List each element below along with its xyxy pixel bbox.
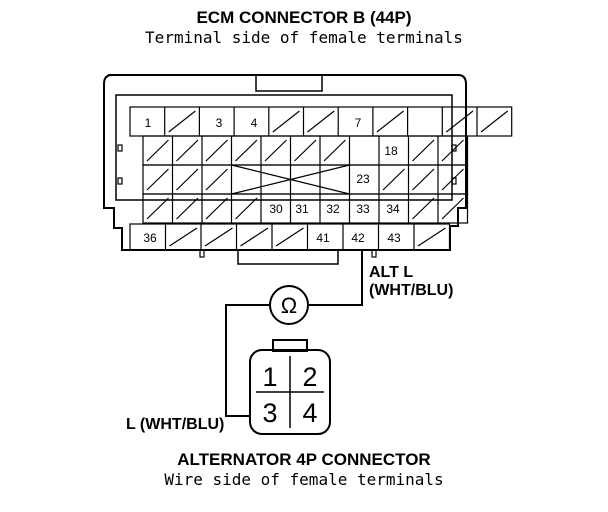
ecm-bottom-tab [237,250,339,265]
housing-stud [451,177,457,185]
ohm-symbol: Ω [281,293,297,318]
ecm-terminal-32: 32 [326,202,340,216]
alternator-connector-subtitle: Wire side of female terminals [164,470,444,489]
blank-slot-slash [169,227,198,247]
ecm-terminal-34: 34 [386,202,400,216]
blank-slot-slash [204,227,233,247]
ecm-terminal-4: 4 [251,116,258,130]
ecm-row-5 [129,223,451,251]
ecm-terminal-7: 7 [355,116,362,130]
blank-slot-slash [382,168,405,191]
alt-l-color-label: (WHT/BLU) [369,282,454,299]
ecm-terminal-30: 30 [269,202,283,216]
l-wht-blu-label: L (WHT/BLU) [126,416,225,433]
blank-slot-slash [235,139,258,162]
blank-slot-slash [323,139,346,162]
blank-slot-slash [412,197,435,220]
alternator-connector-title: ALTERNATOR 4P CONNECTOR [177,450,431,469]
housing-stud [117,144,123,152]
ecm-terminal-18: 18 [384,144,398,158]
housing-stud [117,177,123,185]
blank-slot-slash [235,197,258,220]
wire-l-wht-blu [225,304,270,417]
blank-slot-slash [176,168,199,191]
blank-slot-slash [205,168,228,191]
blank-slot-slash [307,110,335,133]
blank-slot-slash [205,139,228,162]
ecm-housing-inner [115,94,453,201]
blank-slot-slash [412,168,435,191]
blank-slot-slash [480,110,509,133]
blank-slot-slash [272,110,300,133]
housing-stud [199,249,205,258]
alt-terminal-1: 1 [262,362,277,392]
blank-slot-slash [146,197,169,220]
blank-slot-slash [146,139,169,162]
blank-slot-slash [240,227,269,247]
ecm-terminal-23: 23 [356,172,370,186]
blank-slot-slash [176,197,199,220]
ecm-row-3 [142,164,469,195]
alt-connector-latch [272,339,308,352]
housing-stud [451,144,457,152]
ecm-row-4 [142,193,469,224]
ecm-latch-top [255,74,323,92]
ecm-connector-subtitle: Terminal side of female terminals [145,28,463,47]
blank-slot-slash [445,110,474,133]
alt-terminal-4: 4 [302,398,317,428]
blank-slot-slash [441,168,464,191]
alt-l-label: ALT L [369,264,414,281]
ecm-terminal-grid [117,106,513,258]
ecm-terminal-1: 1 [145,116,152,130]
blank-slot-slash [441,197,464,220]
ecm-terminal-31: 31 [295,202,309,216]
wire-alt-l [308,250,363,306]
blank-slot-slash [205,197,228,220]
ecm-terminal-33: 33 [356,202,370,216]
blank-slot-slash [412,139,435,162]
ecm-terminal-3: 3 [216,116,223,130]
blank-slot-slash [275,227,304,247]
ecm-connector-title: ECM CONNECTOR B (44P) [196,8,412,27]
blank-slot-slash [176,139,199,162]
ecm-terminal-36: 36 [143,231,157,245]
ecm-terminal-42: 42 [351,231,365,245]
blank-slot-slash [417,227,446,247]
blank-slot-slash [294,139,317,162]
x-block-line [231,164,350,195]
ecm-terminal-43: 43 [387,231,401,245]
ecm-terminal-41: 41 [316,231,330,245]
blank-slot-slash [168,110,196,133]
housing-stud [371,249,377,258]
blank-slot-slash [146,168,169,191]
alt-terminal-2: 2 [302,362,317,392]
alt-terminal-3: 3 [262,398,277,428]
blank-slot-slash [376,110,404,133]
blank-slot-slash [264,139,287,162]
